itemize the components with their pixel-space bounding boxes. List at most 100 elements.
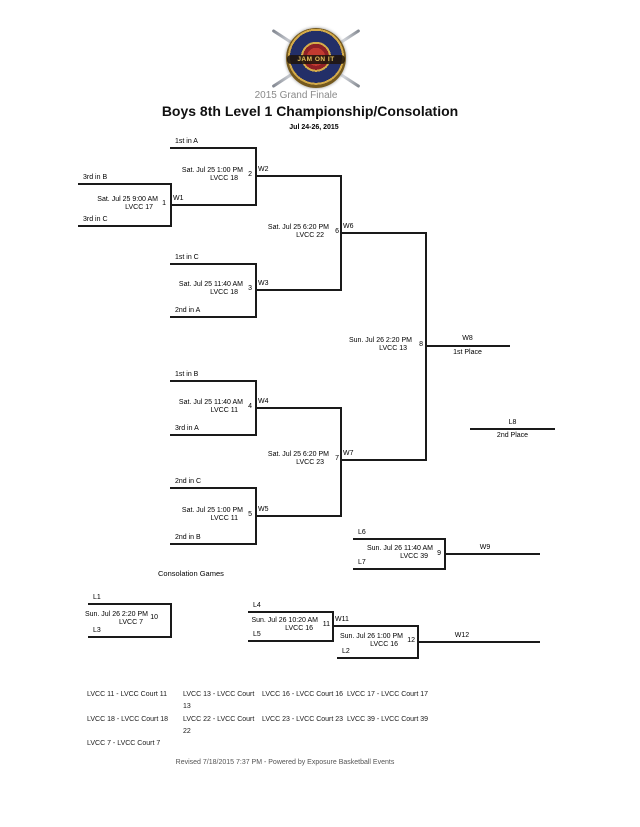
slot-line: L6	[353, 527, 444, 540]
legend-entry: LVCC 7 - LVCC Court 7	[87, 740, 161, 748]
match-number: 7	[335, 455, 339, 462]
slot-line: L3	[88, 625, 170, 638]
champion-line	[425, 345, 510, 347]
legend-entry: LVCC 16 - LVCC Court 16	[262, 691, 344, 698]
match-court: LVCC 39	[400, 552, 428, 560]
team-label: 3rd in A	[175, 425, 199, 432]
slot-line: 3rd in B	[78, 172, 170, 185]
match-number: 2	[248, 171, 252, 178]
legend-entry: LVCC 11 - LVCC Court 11	[87, 691, 168, 698]
logo-text: JAM ON IT	[287, 55, 345, 64]
match-time: Sun. Jul 26 11:40 AM	[366, 545, 433, 552]
match-court: LVCC 18	[210, 174, 238, 182]
legend-entry: LVCC 23 - LVCC Court 23	[262, 715, 344, 723]
second-place-source: L8	[508, 419, 517, 426]
page-title: Boys 8th Level 1 Championship/Consolatio…	[161, 103, 459, 119]
legend-entry: LVCC 18 - LVCC Court 18	[87, 715, 169, 723]
match-time: Sun. Jul 26 2:20 PM	[84, 611, 148, 618]
match-number: 4	[248, 403, 252, 410]
match-time: Sat. Jul 25 11:40 AM	[178, 399, 243, 406]
legend-row: LVCC 7 - LVCC Court 7	[87, 738, 428, 750]
match-time: Sat. Jul 25 6:20 PM	[267, 224, 329, 231]
match-court: LVCC 11	[210, 514, 238, 522]
slot-line: L2	[337, 646, 417, 659]
match-time: Sat. Jul 25 11:40 AM	[178, 281, 243, 288]
slot-line: L7	[353, 557, 444, 570]
legend-entry: LVCC 17 - LVCC Court 17	[347, 691, 429, 698]
slot-line: 1st in C	[170, 252, 255, 265]
revision-footer: Revised 7/18/2015 7:37 PM - Powered by E…	[175, 759, 395, 766]
match-number: 1	[162, 200, 166, 207]
match-time: Sat. Jul 25 9:00 AM	[97, 196, 158, 203]
match-number: 6	[335, 228, 339, 235]
match-number: 3	[248, 285, 252, 292]
match-time: Sun. Jul 26 10:20 AM	[251, 617, 318, 624]
match-court: LVCC 13	[379, 344, 407, 352]
winner-line	[255, 407, 340, 409]
winner-label: W5	[258, 506, 269, 513]
second-place-caption: 2nd Place	[496, 432, 529, 439]
legend-row: LVCC 18 - LVCC Court 18 LVCC 22 - LVCC Co…	[87, 714, 428, 739]
legend-entry: LVCC 39 - LVCC Court 39	[347, 715, 429, 723]
match-court: LVCC 22	[296, 231, 324, 239]
match-time: Sun. Jul 26 2:20 PM	[348, 337, 412, 344]
consolation-games-header: Consolation Games	[158, 569, 224, 578]
match-number: 8	[419, 341, 423, 348]
slot-line: L4	[248, 600, 332, 613]
tournament-logo: JAM ON IT	[266, 26, 366, 92]
slot-line: 3rd in C	[78, 214, 170, 227]
second-place-line	[470, 428, 555, 430]
team-label: L4	[253, 602, 261, 609]
winner-line	[255, 289, 340, 291]
bracket-connector	[340, 407, 342, 517]
winner-label: W2	[258, 166, 269, 173]
match-court: LVCC 16	[285, 624, 313, 632]
winner-label: W9	[479, 544, 491, 551]
team-label: 1st in A	[175, 138, 198, 145]
winner-line	[332, 625, 417, 627]
match-time: Sun. Jul 26 1:00 PM	[339, 633, 403, 640]
match-time: Sat. Jul 25 6:20 PM	[267, 451, 329, 458]
team-label: 1st in C	[175, 254, 199, 261]
winner-line	[170, 204, 255, 206]
winner-line	[340, 459, 425, 461]
match-court: LVCC 16	[370, 640, 398, 648]
event-dates: Jul 24-26, 2015	[289, 124, 339, 131]
winner-line	[444, 553, 540, 555]
slot-line: L5	[248, 629, 332, 642]
team-label: L5	[253, 631, 261, 638]
team-label: L2	[342, 648, 350, 655]
match-number: 5	[248, 511, 252, 518]
team-label: L1	[93, 594, 101, 601]
winner-line	[255, 175, 340, 177]
match-time: Sat. Jul 25 1:00 PM	[181, 167, 243, 174]
slot-line: 1st in B	[170, 369, 255, 382]
winner-label: W11	[335, 616, 349, 623]
legend-entry: LVCC 22 - LVCC Court 22	[183, 715, 255, 735]
slot-line: L1	[88, 592, 170, 605]
event-name: 2015 Grand Finale	[254, 90, 338, 101]
match-number: 9	[437, 550, 441, 557]
match-number: 12	[407, 637, 415, 644]
winner-line	[255, 515, 340, 517]
slot-line: 2nd in A	[170, 305, 255, 318]
winner-label: W12	[454, 632, 470, 639]
team-label: 2nd in B	[175, 534, 201, 541]
slot-line: 2nd in B	[170, 532, 255, 545]
team-label: 1st in B	[175, 371, 199, 378]
team-label: 2nd in C	[175, 478, 202, 485]
slot-line: 3rd in A	[170, 423, 255, 436]
winner-label: W8	[462, 335, 473, 342]
team-label: L3	[93, 627, 101, 634]
winner-line	[417, 641, 540, 643]
